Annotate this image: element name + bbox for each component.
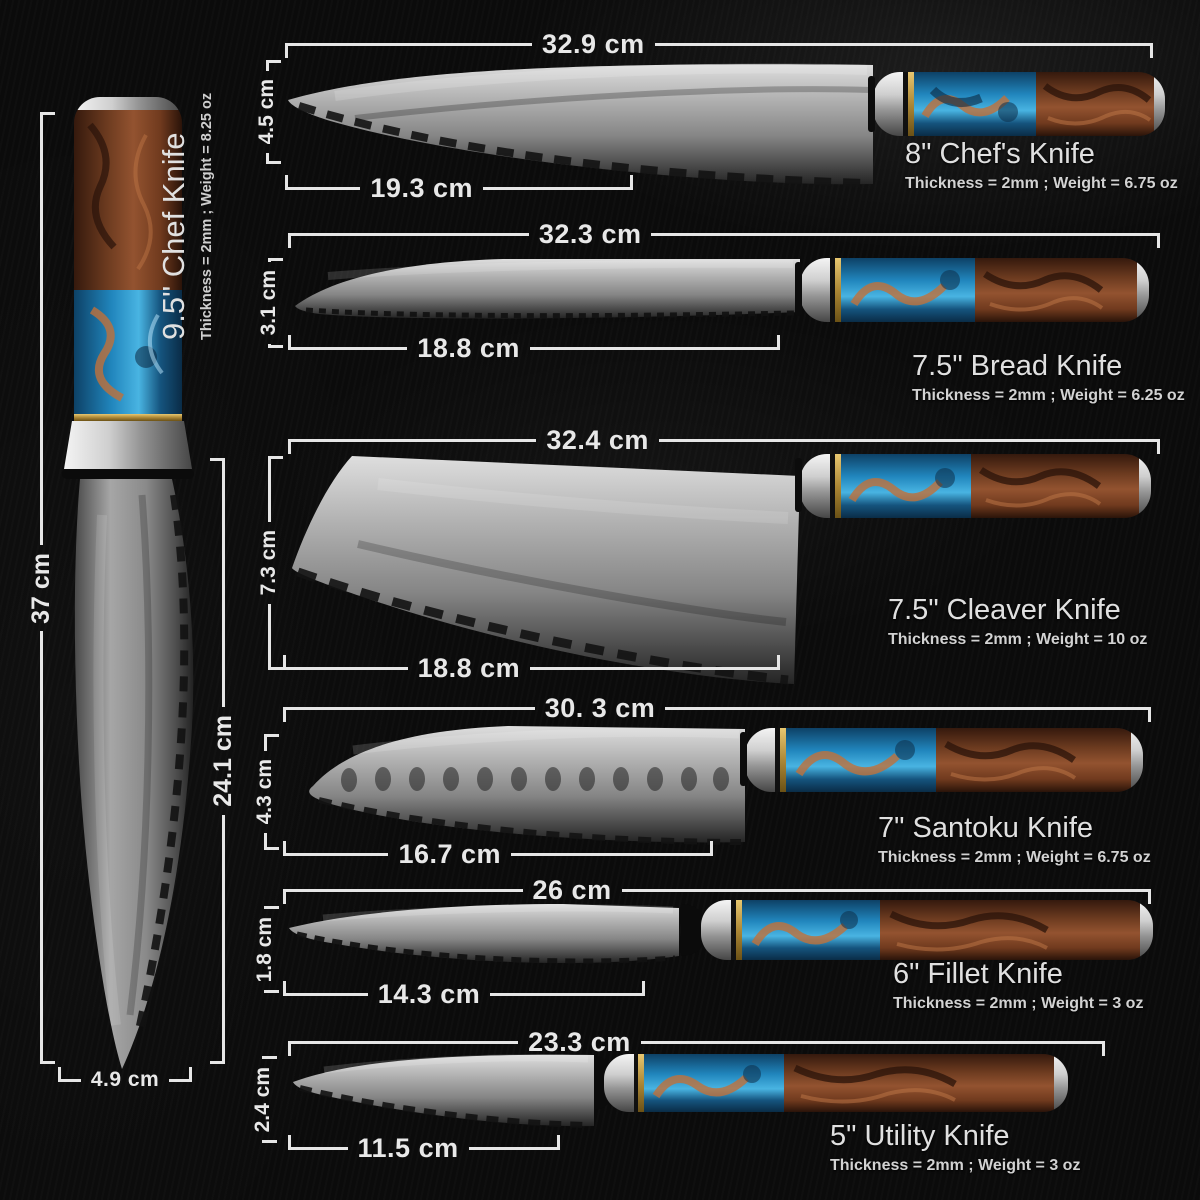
dim-blade-length-cleaver-knife: 18.8 cm — [283, 650, 780, 686]
dim-blade-length-fillet-knife: 14.3 cm — [283, 976, 645, 1012]
dim-label: 30. 3 cm — [544, 692, 656, 723]
dim-total-length-bread-knife: 32.3 cm — [288, 216, 1160, 252]
dim-label: 18.8 cm — [417, 652, 521, 683]
knife-bread-illustration — [295, 258, 1149, 322]
knife-name-chefs: 8" Chef's Knife — [905, 138, 1095, 170]
dim-blade-height-chefs-knife: 4.5 cm — [250, 60, 284, 165]
dim-total-length-cleaver-knife: 32.4 cm — [288, 422, 1160, 458]
knife-name-utility: 5" Utility Knife — [830, 1120, 1010, 1152]
dim-total-length-utility-knife: 23.3 cm — [288, 1024, 1105, 1060]
dim-label: 4.5 cm — [255, 79, 278, 145]
dim-blade-length-chefs-knife: 19.3 cm — [285, 170, 633, 206]
dim-blade-length-bread-knife: 18.8 cm — [288, 330, 780, 366]
dim-blade-height-fillet-knife: 1.8 cm — [248, 906, 282, 994]
dim-total-length-chefs-knife: 32.9 cm — [285, 26, 1153, 62]
knife-specs-cleaver: Thickness = 2mm ; Weight = 10 oz — [888, 631, 1148, 648]
vertical-knife-specs: Thickness = 2mm ; Weight = 8.25 oz — [199, 92, 215, 340]
knife-specs-santoku: Thickness = 2mm ; Weight = 6.75 oz — [878, 849, 1151, 866]
dim-label: 32.4 cm — [546, 424, 649, 455]
dim-label: 24.1 cm — [208, 715, 237, 807]
dim-label: 26 cm — [532, 874, 612, 905]
dim-blade-height-bread-knife: 3.1 cm — [252, 258, 286, 349]
dim-label: 3.1 cm — [257, 270, 280, 336]
knife-fillet-illustration — [289, 900, 1153, 964]
dim-label: 11.5 cm — [357, 1132, 459, 1163]
dim-blade-length-vertical-knife: 24.1 cm — [206, 458, 240, 1064]
knife-santoku-illustration — [309, 726, 1143, 845]
dim-label: 7.3 cm — [257, 530, 280, 596]
dim-blade-height-santoku-knife: 4.3 cm — [248, 734, 282, 851]
dim-total-length-fillet-knife: 26 cm — [283, 872, 1151, 908]
knife-8-chefs-illustration — [288, 63, 1165, 187]
dim-label: 16.7 cm — [398, 838, 502, 869]
dim-label: 18.8 cm — [417, 332, 520, 363]
knife-specs-bread: Thickness = 2mm ; Weight = 6.25 oz — [912, 387, 1185, 404]
knife-name-fillet: 6" Fillet Knife — [893, 958, 1063, 990]
dim-label: 4.9 cm — [90, 1068, 160, 1091]
dim-blade-length-utility-knife: 11.5 cm — [288, 1130, 560, 1166]
vertical-knife-name: 9.5" Chef Knife — [156, 132, 191, 340]
dim-blade-height-utility-knife: 2.4 cm — [246, 1056, 280, 1144]
dim-label: 32.9 cm — [542, 28, 645, 59]
dim-blade-width-vertical-knife: 4.9 cm — [58, 1062, 193, 1098]
knife-name-bread: 7.5" Bread Knife — [912, 350, 1123, 382]
dim-total-length-santoku-knife: 30. 3 cm — [283, 690, 1151, 726]
dim-blade-length-santoku-knife: 16.7 cm — [283, 836, 713, 872]
knife-cleaver-illustration — [292, 454, 1151, 685]
dim-label: 37 cm — [26, 552, 55, 624]
dim-blade-height-cleaver-knife: 7.3 cm — [252, 456, 286, 671]
dim-label: 23.3 cm — [528, 1026, 631, 1057]
knife-9-5-chef-illustration — [62, 97, 194, 1069]
knife-specs-chefs: Thickness = 2mm ; Weight = 6.75 oz — [905, 175, 1178, 192]
dim-label: 4.3 cm — [253, 759, 276, 825]
dim-label: 1.8 cm — [253, 917, 276, 983]
knife-specs-utility: Thickness = 2mm ; Weight = 3 oz — [830, 1157, 1081, 1174]
dim-label: 14.3 cm — [377, 978, 481, 1009]
dim-label: 19.3 cm — [370, 172, 473, 203]
knife-name-cleaver: 7.5" Cleaver Knife — [888, 594, 1121, 626]
dim-overall-length-vertical-knife: 37 cm — [24, 112, 58, 1065]
knife-specs-fillet: Thickness = 2mm ; Weight = 3 oz — [893, 995, 1144, 1012]
dim-label: 2.4 cm — [251, 1067, 274, 1133]
knife-name-santoku: 7" Santoku Knife — [878, 812, 1094, 844]
dim-label: 32.3 cm — [538, 218, 642, 249]
knife-utility-illustration — [293, 1054, 1068, 1128]
